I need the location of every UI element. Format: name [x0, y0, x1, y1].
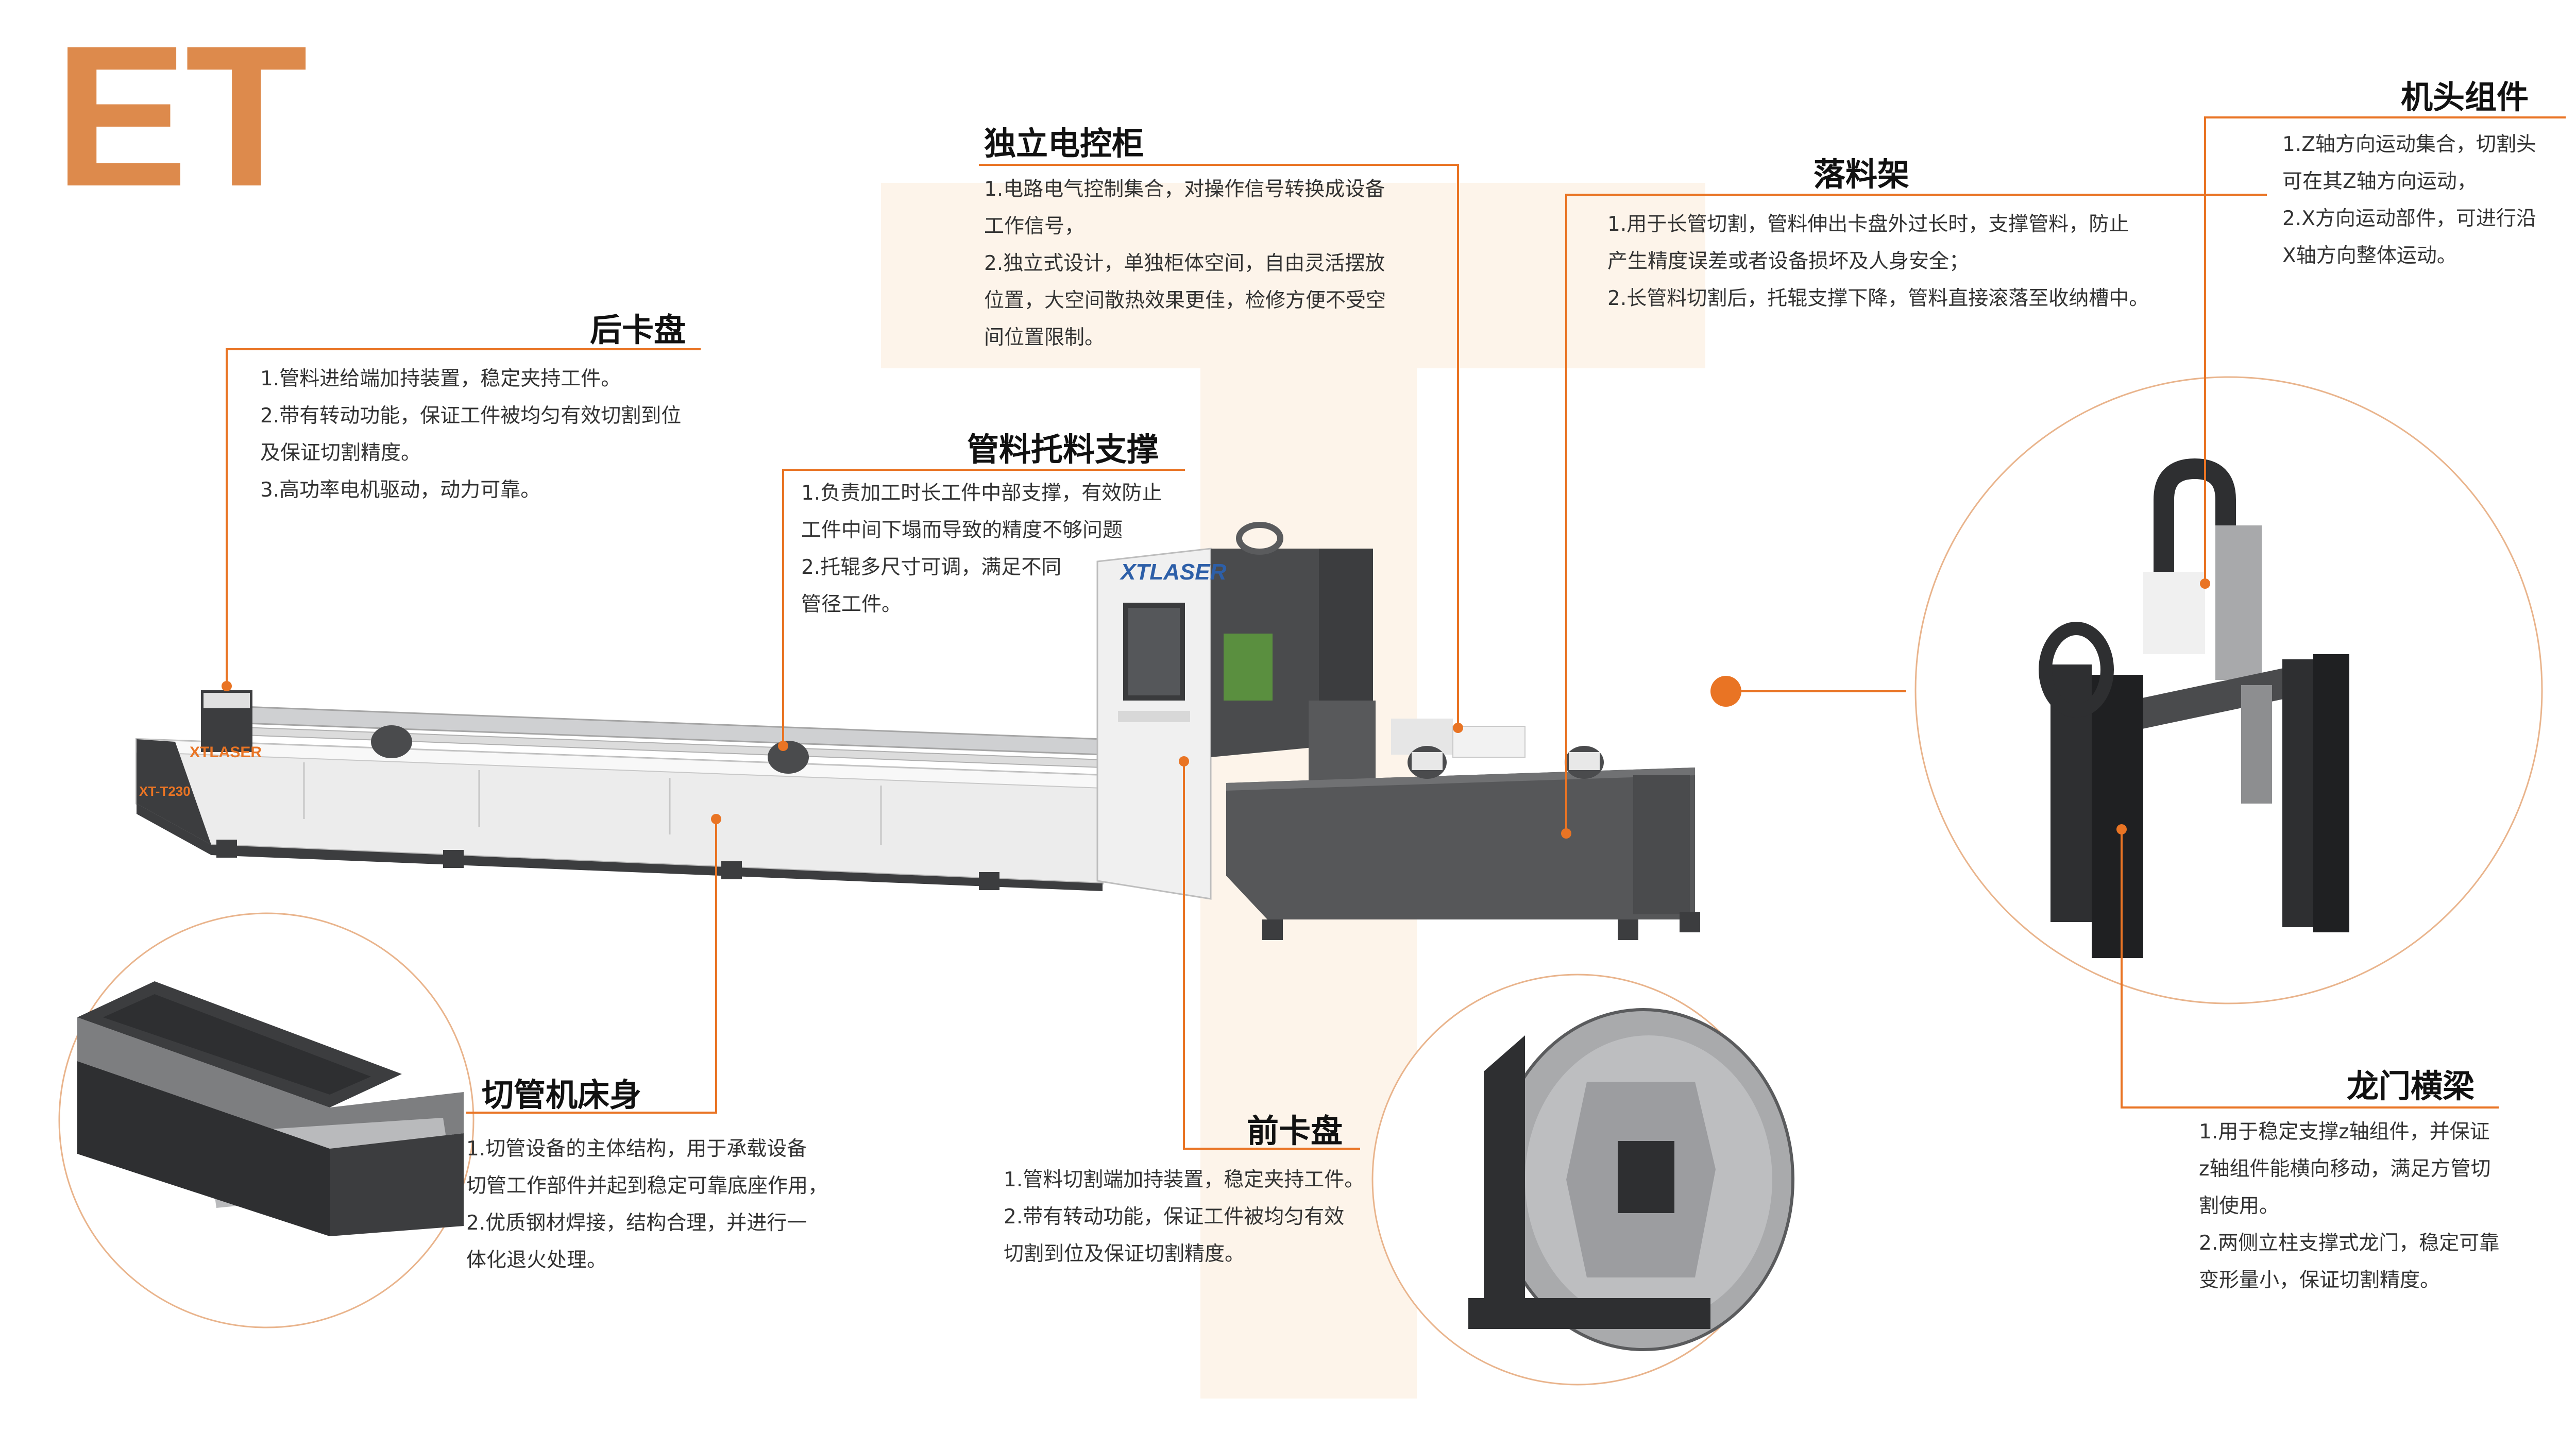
unloading-line: 1.用于长管切割，管料伸出卡盘外过长时，支撑管料，防止 [1607, 213, 2129, 236]
head-title: 机头组件 [2401, 78, 2529, 116]
leader-lines [226, 116, 2566, 1150]
head-gantry-illustration [2039, 458, 2349, 958]
cabinet-line: 间位置限制。 [984, 326, 1105, 349]
cabinet-line: 位置，大空间散热效果更佳，检修方便不受空 [984, 289, 1386, 312]
gantry-description: 1.用于稳定支撑z轴组件，并保证 z轴组件能横向移动，满足方管切 割使用。 2.… [2199, 1114, 2499, 1299]
support-line: 2.托辊多尺寸可调，满足不同 [801, 556, 1062, 579]
head-line: X轴方向整体运动。 [2282, 244, 2457, 267]
logo-text: ET [54, 4, 308, 228]
gantry-line: 1.用于稳定支撑z轴组件，并保证 [2199, 1120, 2490, 1144]
head-line: 可在其Z轴方向运动， [2282, 170, 2477, 193]
cabinet-line: 2.独立式设计，单独柜体空间，自由灵活摆放 [984, 252, 1385, 275]
machine-illustration [135, 522, 1700, 940]
head-line: 2.X方向运动部件，可进行沿 [2282, 207, 2536, 230]
bed-line: 1.切管设备的主体结构，用于承载设备 [466, 1137, 807, 1161]
unloading-line: 产生精度误差或者设备损坏及人身安全； [1607, 250, 1970, 273]
cabinet-brand-label: XTLASER [1119, 559, 1227, 585]
support-line: 管径工件。 [801, 593, 902, 616]
front-chuck-title: 前卡盘 [1247, 1112, 1343, 1150]
machine-model-label: XT-T230 [139, 783, 191, 799]
gantry-line: 变形量小，保证切割精度。 [2199, 1269, 2441, 1292]
support-line: 工件中间下塌而导致的精度不够问题 [801, 519, 1123, 542]
head-line: 1.Z轴方向运动集合，切割头 [2282, 133, 2536, 156]
gantry-line: 割使用。 [2199, 1195, 2280, 1218]
machine-brand-label: XTLASER [190, 744, 262, 761]
front-chuck-line: 1.管料切割端加持装置，稳定夹持工件。 [1004, 1168, 1365, 1191]
rear-chuck-line: 2.带有转动功能，保证工件被均匀有效切割到位 [260, 404, 682, 428]
cabinet-line: 1.电路电气控制集合，对操作信号转换成设备 [984, 178, 1385, 201]
cabinet-line: 工作信号， [984, 215, 1085, 238]
rear-chuck-line: 及保证切割精度。 [260, 441, 421, 465]
bed-description: 1.切管设备的主体结构，用于承载设备 切管工作部件并起到稳定可靠底座作用， 2.… [466, 1131, 828, 1279]
bed-line: 切管工作部件并起到稳定可靠底座作用， [466, 1174, 828, 1198]
cabinet-title: 独立电控柜 [984, 125, 1144, 162]
gantry-line: 2.两侧立柱支撑式龙门，稳定可靠 [2199, 1232, 2500, 1255]
support-line: 1.负责加工时长工件中部支撑，有效防止 [801, 482, 1162, 505]
support-description: 1.负责加工时长工件中部支撑，有效防止 工件中间下塌而导致的精度不够问题 2.托… [801, 475, 1162, 623]
bed-line: 体化退火处理。 [466, 1249, 607, 1272]
gantry-title: 龙门横梁 [2347, 1067, 2475, 1105]
front-chuck-line: 切割到位及保证切割精度。 [1004, 1242, 1245, 1266]
front-chuck-description: 1.管料切割端加持装置，稳定夹持工件。 2.带有转动功能，保证工件被均匀有效 切… [1004, 1162, 1364, 1273]
head-description: 1.Z轴方向运动集合，切割头 可在其Z轴方向运动， 2.X方向运动部件，可进行沿… [2282, 126, 2536, 275]
rear-chuck-line: 3.高功率电机驱动，动力可靠。 [260, 479, 541, 502]
front-chuck-line: 2.带有转动功能，保证工件被均匀有效 [1004, 1205, 1345, 1229]
gantry-line: z轴组件能横向移动，满足方管切 [2199, 1157, 2491, 1181]
leader-dots [222, 578, 2210, 839]
bed-illustration [77, 981, 464, 1236]
front-chuck-illustration [1468, 1008, 1794, 1351]
bed-title: 切管机床身 [482, 1076, 642, 1114]
unloading-description: 1.用于长管切割，管料伸出卡盘外过长时，支撑管料，防止 产生精度误差或者设备损坏… [1607, 206, 2149, 317]
unloading-line: 2.长管料切割后，托辊支撑下降，管料直接滚落至收纳槽中。 [1607, 287, 2149, 310]
support-title: 管料托料支撑 [967, 431, 1159, 468]
rear-chuck-description: 1.管料进给端加持装置，稳定夹持工件。 2.带有转动功能，保证工件被均匀有效切割… [260, 361, 681, 509]
background-panel-top [881, 183, 1705, 368]
rear-chuck-title: 后卡盘 [590, 311, 686, 349]
rear-chuck-line: 1.管料进给端加持装置，稳定夹持工件。 [260, 367, 621, 390]
cabinet-description: 1.电路电气控制集合，对操作信号转换成设备 工作信号， 2.独立式设计，单独柜体… [984, 171, 1386, 356]
unloading-title: 落料架 [1814, 156, 1910, 193]
bed-line: 2.优质钢材焊接，结构合理，并进行一 [466, 1212, 807, 1235]
